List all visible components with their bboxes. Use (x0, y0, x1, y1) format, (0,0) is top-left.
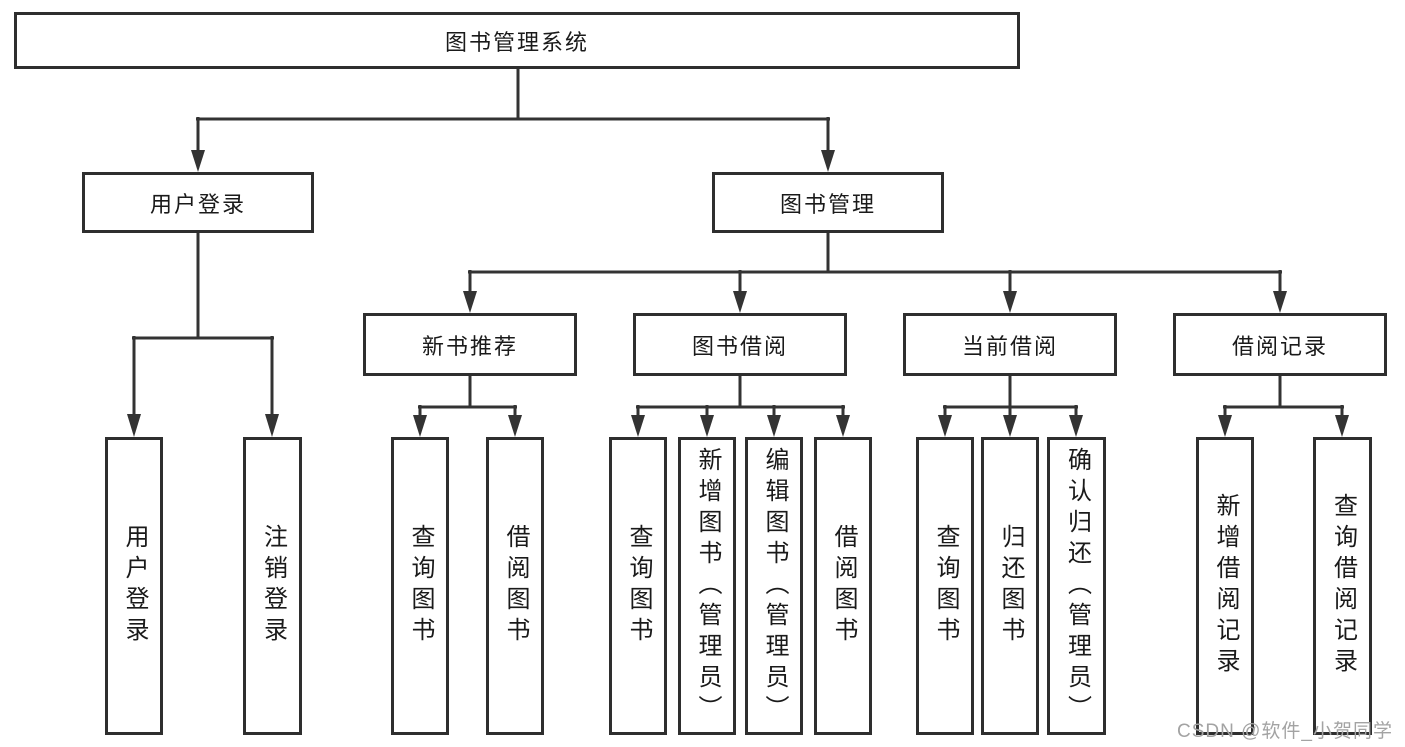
node-leaf-query-books-recommend-label: 查询图书 (407, 524, 434, 648)
node-book-borrow: 图书借阅 (633, 313, 847, 376)
node-leaf-edit-books-admin: 编辑图书（管理员） (745, 437, 803, 735)
connector-root-to-level2 (191, 68, 835, 172)
node-borrow-records: 借阅记录 (1173, 313, 1387, 376)
csdn-watermark: CSDN @软件_小贺同学 (1177, 721, 1393, 742)
node-leaf-confirm-return-admin: 确认归还（管理员） (1047, 437, 1106, 735)
node-new-book-recommend: 新书推荐 (363, 313, 577, 376)
node-current-borrow-label: 当前借阅 (961, 333, 1058, 359)
node-leaf-add-books-admin: 新增图书（管理员） (678, 437, 736, 735)
node-leaf-add-borrow-record: 新增借阅记录 (1196, 437, 1254, 735)
node-leaf-query-books-recommend: 查询图书 (391, 437, 449, 735)
node-book-borrow-label: 图书借阅 (691, 333, 788, 359)
node-leaf-borrow-books: 借阅图书 (814, 437, 872, 735)
connector-current-borrow-children (938, 376, 1083, 437)
node-leaf-user-login-label: 用户登录 (121, 524, 148, 648)
node-user-login-label: 用户登录 (149, 191, 246, 217)
node-book-management: 图书管理 (712, 172, 944, 233)
node-leaf-logout-label: 注销登录 (259, 524, 287, 648)
connector-book-mgmt-children (463, 232, 1287, 313)
connector-borrow-records-children (1218, 376, 1349, 437)
node-leaf-add-books-admin-label: 新增图书（管理员） (694, 446, 721, 726)
node-leaf-logout: 注销登录 (243, 437, 302, 735)
connector-new-book-children (413, 376, 522, 437)
node-borrow-records-label: 借阅记录 (1231, 333, 1328, 359)
node-book-management-label: 图书管理 (779, 191, 876, 217)
connector-user-login-children (127, 232, 279, 437)
node-leaf-user-login: 用户登录 (105, 437, 163, 735)
node-leaf-confirm-return-admin-label: 确认归还（管理员） (1063, 446, 1091, 726)
node-leaf-return-books-label: 归还图书 (997, 524, 1024, 648)
node-leaf-query-borrow-record: 查询借阅记录 (1313, 437, 1372, 735)
node-leaf-borrow-books-recommend: 借阅图书 (486, 437, 544, 735)
node-leaf-borrow-books-recommend-label: 借阅图书 (502, 524, 529, 648)
connector-book-borrow-children (631, 376, 850, 437)
node-library-system: 图书管理系统 (14, 12, 1020, 69)
node-leaf-query-books-current: 查询图书 (916, 437, 974, 735)
node-current-borrow: 当前借阅 (903, 313, 1117, 376)
node-library-system-label: 图书管理系统 (444, 29, 589, 55)
node-leaf-query-books-borrow-label: 查询图书 (625, 524, 652, 648)
node-leaf-query-books-borrow: 查询图书 (609, 437, 667, 735)
node-leaf-add-borrow-record-label: 新增借阅记录 (1212, 493, 1239, 679)
node-new-book-recommend-label: 新书推荐 (421, 333, 518, 359)
node-leaf-borrow-books-label: 借阅图书 (830, 524, 857, 648)
node-leaf-return-books: 归还图书 (981, 437, 1039, 735)
node-leaf-edit-books-admin-label: 编辑图书（管理员） (761, 446, 788, 726)
node-leaf-query-books-current-label: 查询图书 (932, 524, 959, 648)
node-user-login: 用户登录 (82, 172, 314, 233)
node-leaf-query-borrow-record-label: 查询借阅记录 (1329, 493, 1357, 679)
